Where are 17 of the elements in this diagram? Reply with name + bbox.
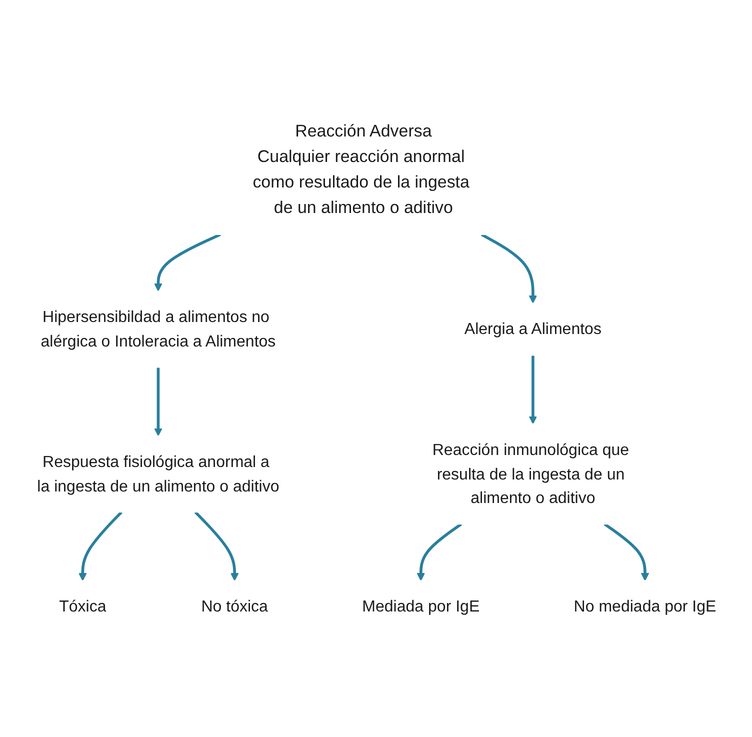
node-text: Alergia a Alimentos xyxy=(464,320,602,338)
node-text: Tóxica xyxy=(59,597,106,616)
node-text: Reacción inmunológica que resulta de la ingesta de un alimento o aditivo xyxy=(432,440,630,506)
node-text: Mediada por IgE xyxy=(362,597,480,616)
node-text: No mediada por IgE xyxy=(574,597,716,616)
node-text: Respuesta fisiológica anormal a la ingesta de un alimento o aditivo xyxy=(37,452,280,494)
arrow xyxy=(194,510,239,581)
node-text: No tóxica xyxy=(201,597,268,616)
arrow xyxy=(480,233,538,304)
node-text: Reacción Adversa Cualquier reacción anormal como resultado de la ingesta de un alimento o aditivo xyxy=(252,121,470,216)
arrow xyxy=(528,355,538,424)
arrow xyxy=(154,233,221,292)
arrow xyxy=(154,367,162,436)
node-text: Hipersensibildad a alimentos no alérgica o Intoleracia a Alimentos xyxy=(40,308,276,350)
arrow xyxy=(416,522,462,581)
arrow xyxy=(604,522,650,581)
arrow xyxy=(78,510,122,581)
